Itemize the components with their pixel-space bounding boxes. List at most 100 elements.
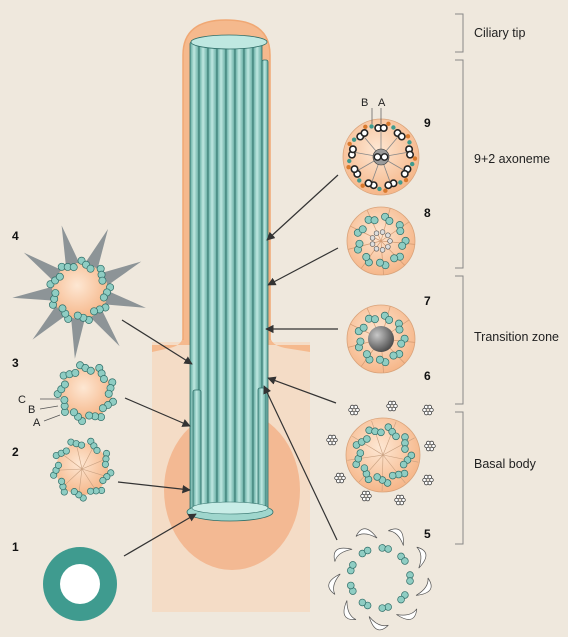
microtubule [58, 478, 64, 484]
microtubule [99, 405, 106, 412]
microtubule [363, 436, 370, 443]
stage-number-6: 6 [424, 369, 431, 383]
axoneme-tubes [187, 35, 273, 521]
inner-ring-part [374, 246, 379, 251]
microtubule [94, 447, 100, 453]
microtubule [398, 596, 405, 603]
rosette-part [392, 407, 396, 411]
microtubule [102, 461, 108, 467]
stage-number-5: 5 [424, 527, 431, 541]
rosette-part [340, 479, 344, 483]
doublet-tubule [381, 125, 387, 131]
microtubule [407, 578, 414, 585]
microtubule [371, 316, 378, 323]
inner-ring-part [380, 247, 385, 252]
outer-particle [410, 162, 414, 166]
microtubule [361, 465, 368, 472]
microtubule [376, 259, 383, 266]
microtubule [376, 356, 383, 363]
microtubule [63, 448, 69, 454]
microtubule [72, 369, 79, 376]
microtubule [360, 324, 367, 331]
microtubule [399, 242, 406, 249]
outer-particle [377, 187, 381, 191]
microtubule [71, 488, 77, 494]
microtubule [396, 326, 403, 333]
rosette-part [426, 441, 430, 445]
doublet-tubule [402, 171, 408, 177]
doublet-tubule [351, 166, 357, 172]
microtubule [374, 474, 381, 481]
microtubule [379, 605, 386, 612]
outer-particle [347, 159, 351, 163]
tubule-label-c: C [18, 394, 26, 406]
microtubule [363, 253, 370, 260]
microtubule [349, 562, 356, 569]
rosette-part [428, 405, 432, 409]
rosette-part [396, 495, 400, 499]
rosette-part [428, 475, 432, 479]
doublet-tubule [350, 146, 356, 152]
rosette-part [430, 441, 434, 445]
rosette-part [366, 497, 370, 501]
microtubule [398, 340, 405, 347]
microtubule [357, 338, 364, 345]
dynein-arm [404, 178, 408, 182]
dynein-arm [386, 122, 390, 126]
rosette-part [362, 491, 366, 495]
microtubule [59, 305, 66, 312]
microtubule [364, 547, 371, 554]
microtubule [61, 381, 68, 388]
microtubule [357, 450, 364, 457]
stage-number-3: 3 [12, 356, 19, 370]
microtubule [402, 558, 409, 565]
dynein-arm [383, 189, 387, 193]
microtubule [385, 546, 392, 553]
dynein-arm [406, 134, 410, 138]
doublet-tubule [361, 130, 367, 136]
microtubule [100, 294, 107, 301]
inner-ring-part [370, 236, 375, 241]
rosette-part [388, 401, 392, 405]
stage-number-8: 8 [424, 206, 431, 220]
microtubule [78, 442, 84, 448]
microtubule [52, 289, 59, 296]
rosette-part [354, 405, 358, 409]
stage-number-1: 1 [12, 540, 19, 554]
tubule-label-b-stage9: B [361, 97, 368, 109]
microtubule [87, 488, 93, 494]
rosette-part [340, 473, 344, 477]
microtubule [86, 412, 93, 419]
region-label-transition-zone: Transition zone [474, 330, 559, 344]
microtubule [378, 429, 385, 436]
microtubule [90, 308, 97, 315]
region-label-ciliary-tip: Ciliary tip [474, 26, 525, 40]
inner-ring-part [380, 230, 385, 235]
rosette-part [350, 405, 354, 409]
inner-ring-part [374, 231, 379, 236]
dynein-arm [363, 125, 367, 129]
microtubule [70, 409, 77, 416]
stage-1-cross-section [43, 547, 117, 621]
doublet-tubule [365, 180, 371, 186]
microtubule [74, 312, 81, 319]
rosette-part [366, 491, 370, 495]
doublet-tubule [407, 151, 413, 157]
dynein-arm [360, 183, 364, 187]
tubule-label-b: B [28, 404, 35, 416]
outer-particle [369, 124, 373, 128]
inner-ring-part [385, 244, 390, 249]
outer-particle [407, 140, 411, 144]
dynein-arm [347, 142, 351, 146]
microtubule [359, 599, 366, 606]
dynein-arm [346, 165, 350, 169]
rosette-part [392, 401, 396, 405]
microtubule [61, 396, 68, 403]
microtubule [371, 217, 378, 224]
dynein-arm [413, 156, 417, 160]
microtubule [56, 273, 63, 280]
stage-8-cross-section [347, 207, 415, 275]
rosette-part [332, 441, 336, 445]
microtubule [347, 582, 354, 589]
